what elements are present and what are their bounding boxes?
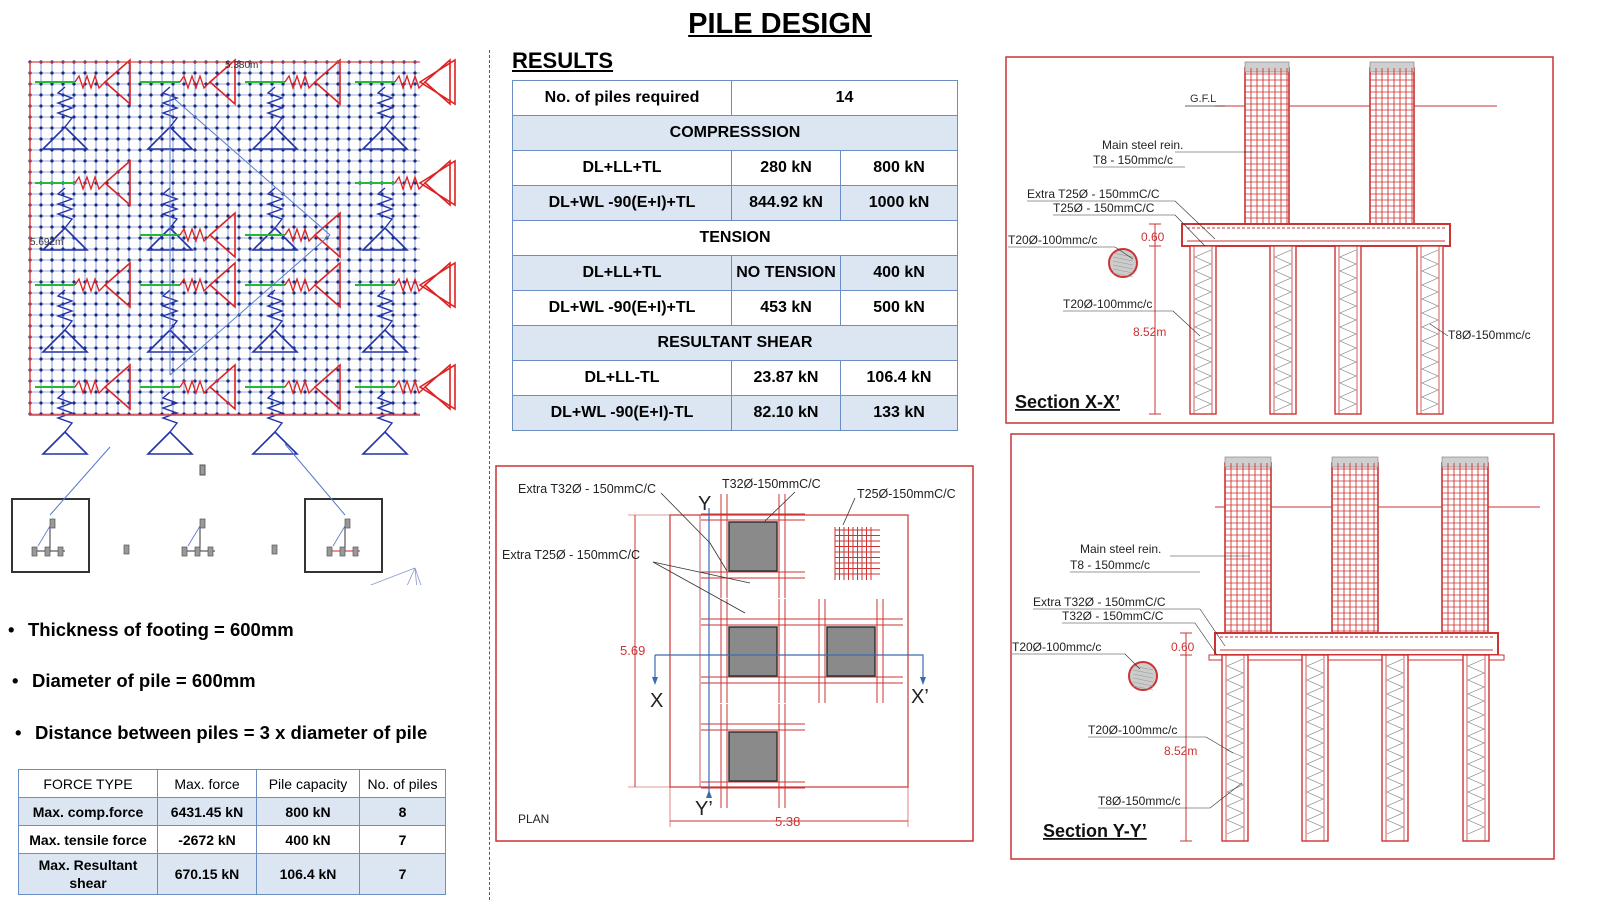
table-row: No. of piles required 14 — [512, 80, 958, 116]
header-no-of-piles: No. of piles — [359, 769, 446, 798]
results-heading: RESULTS — [512, 48, 614, 73]
callout-t32: T32Ø-150mmC/C — [722, 477, 821, 491]
table-row: Max. tensile force -2672 kN 400 kN 7 — [18, 825, 446, 854]
force-type-table: FORCE TYPE Max. force Pile capacity No. … — [18, 769, 446, 895]
pile-model-diagram: 5.380m 5.692m — [11, 58, 456, 585]
model-mesh-grid — [28, 60, 420, 416]
label-main-steel: Main steel rein. — [1080, 542, 1161, 556]
label-t20-pile: T20Ø-100mmc/c — [1063, 297, 1152, 311]
node-marker — [199, 464, 206, 476]
compression-heading: COMPRESSSION — [512, 115, 958, 151]
section-yy-drawing: Main steel rein. T8 - 150mmc/c Extra T32… — [1010, 433, 1555, 860]
plan-dim-width: 5.38 — [775, 814, 800, 829]
detail-box-right — [304, 498, 383, 573]
gfl-label: G.F.L — [1190, 93, 1216, 105]
bullet-pile-diameter: •Diameter of pile = 600mm — [12, 670, 256, 691]
detail-pointer — [284, 443, 346, 516]
mark-y-prime: Y’ — [695, 798, 713, 820]
label-thickness: 0.60 — [1141, 230, 1165, 244]
section-yy-geometry — [1128, 456, 1540, 842]
section-line-xx — [655, 654, 924, 680]
plan-label: PLAN — [518, 812, 549, 826]
table-header-row: FORCE TYPE Max. force Pile capacity No. … — [18, 769, 446, 798]
label-t8: T8 - 150mmc/c — [1093, 153, 1173, 167]
pile-cap-3 — [826, 626, 876, 677]
pile-cap-4 — [728, 731, 778, 782]
header-force-type: FORCE TYPE — [18, 769, 158, 798]
pile-cap-1 — [728, 521, 778, 572]
table-row: Max. comp.force 6431.45 kN 800 kN 8 — [18, 797, 446, 826]
label-thickness: 0.60 — [1171, 640, 1195, 654]
dim-x-label: 5.380m — [225, 60, 258, 71]
table-row: DL+LL+TL NO TENSION 400 kN — [512, 255, 958, 291]
footing-plan-drawing: Extra T32Ø - 150mmC/C T32Ø-150mmC/C T25Ø… — [495, 465, 974, 842]
label-t25: T25Ø - 150mmC/C — [1053, 201, 1155, 215]
tension-heading: TENSION — [512, 220, 958, 256]
piles-required-label: No. of piles required — [512, 80, 732, 116]
bullet-pile-spacing: •Distance between piles = 3 x diameter o… — [15, 722, 428, 743]
model-3d-view — [369, 567, 422, 585]
panel-divider — [489, 50, 490, 900]
table-row: DL+WL -90(E+I)-TL 82.10 kN 133 kN — [512, 395, 958, 431]
mark-x: X — [650, 690, 663, 712]
table-row: DL+WL -90(E+I)+TL 844.92 kN 1000 kN — [512, 185, 958, 221]
model-diagonal — [169, 94, 331, 236]
shear-heading: RESULTANT SHEAR — [512, 325, 958, 361]
plan-dim-height: 5.69 — [620, 643, 645, 658]
pile-cap-2 — [728, 626, 778, 677]
table-row: RESULTANT SHEAR — [512, 325, 958, 361]
callout-extra-t25: Extra T25Ø - 150mmC/C — [502, 548, 640, 562]
piles-required-value: 14 — [731, 80, 958, 116]
mark-x-prime: X’ — [911, 686, 929, 708]
label-t8-pile: T8Ø-150mmc/c — [1448, 328, 1531, 342]
bullet-footing-thickness: •Thickness of footing = 600mm — [8, 619, 294, 640]
label-extra-t32: Extra T32Ø - 150mmC/C — [1033, 595, 1166, 609]
label-t20-top: T20Ø-100mmc/c — [1008, 233, 1097, 247]
results-table: No. of piles required 14 COMPRESSSION DL… — [512, 80, 958, 431]
callout-t25: T25Ø-150mmC/C — [857, 487, 956, 501]
label-t8-pile: T8Ø-150mmc/c — [1098, 794, 1181, 808]
detail-box-left — [11, 498, 90, 573]
plan-rebar-lines — [669, 494, 903, 808]
model-diagonal — [169, 234, 331, 376]
label-main-steel: Main steel rein. — [1102, 138, 1183, 152]
section-xx-drawing: G.F.L Main steel rein. T8 - 150mmc/c Ext… — [1005, 56, 1554, 424]
table-row: TENSION — [512, 220, 958, 256]
table-row: DL+LL-TL 23.87 kN 106.4 kN — [512, 360, 958, 396]
label-t20-pile: T20Ø-100mmc/c — [1088, 723, 1177, 737]
label-t8: T8 - 150mmc/c — [1070, 558, 1150, 572]
label-extra-t25: Extra T25Ø - 150mmC/C — [1027, 187, 1160, 201]
table-row: COMPRESSSION — [512, 115, 958, 151]
table-row: DL+WL -90(E+I)+TL 453 kN 500 kN — [512, 290, 958, 326]
label-pile-length: 8.52m — [1133, 325, 1166, 339]
header-pile-capacity: Pile capacity — [256, 769, 360, 798]
model-pile-supports — [35, 58, 456, 455]
label-t32: T32Ø - 150mmC/C — [1062, 609, 1164, 623]
label-pile-length: 8.52m — [1164, 744, 1197, 758]
callout-extra-t32: Extra T32Ø - 150mmC/C — [518, 482, 656, 496]
table-row: Max. Resultant shear 670.15 kN 106.4 kN … — [18, 853, 446, 895]
detail-thumbnails — [31, 518, 360, 557]
section-yy-label: Section Y-Y’ — [1043, 821, 1147, 841]
page-title: PILE DESIGN — [688, 8, 872, 40]
dim-y-label: 5.692m — [30, 237, 63, 248]
table-row: DL+LL+TL 280 kN 800 kN — [512, 150, 958, 186]
plan-mesh-detail — [834, 527, 880, 580]
label-t20-top: T20Ø-100mmc/c — [1012, 640, 1101, 654]
detail-pointer — [49, 446, 111, 516]
header-max-force: Max. force — [157, 769, 257, 798]
mark-y: Y — [698, 493, 711, 515]
section-xx-label: Section X-X’ — [1015, 392, 1120, 412]
